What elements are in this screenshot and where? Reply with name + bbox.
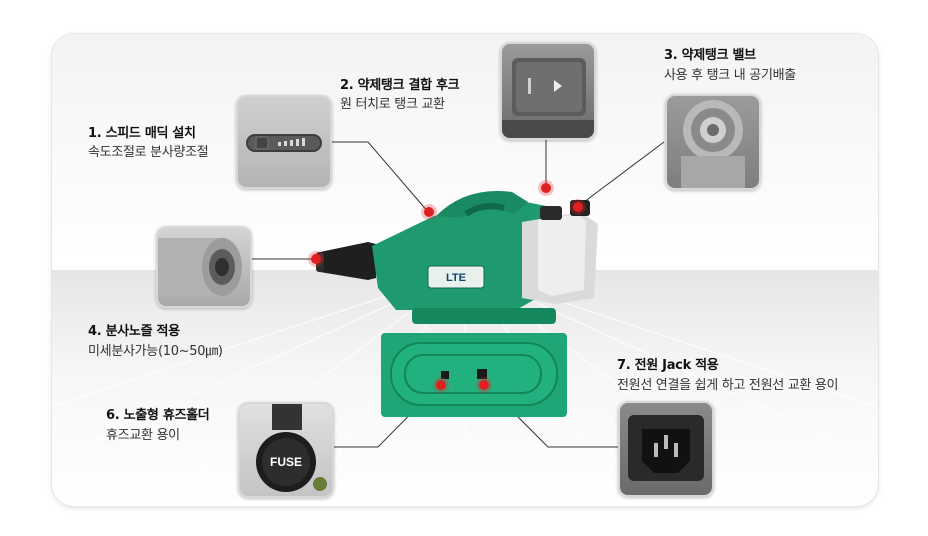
callout-dot-tank-valve	[573, 202, 583, 212]
sprayer-machine-image: LTE	[316, 191, 598, 324]
callout-title-speed-dial: 1. 스피드 매딕 설치	[88, 126, 196, 141]
callout-subtitle-tank-hook: 원 터치로 탱크 교환	[340, 97, 445, 112]
tank-valve-thumbnail	[665, 94, 761, 190]
spray-nozzle-thumbnail	[156, 226, 252, 308]
callout-subtitle-speed-dial: 속도조절로 분사량조절	[88, 145, 209, 160]
speed-dial-thumbnail	[236, 95, 332, 189]
fuse-label: FUSE	[270, 455, 302, 469]
callout-subtitle-tank-valve: 사용 후 탱크 내 공기배출	[664, 68, 796, 83]
callout-subtitle-nozzle: 미세분사가능(10~50㎛)	[88, 344, 223, 359]
callout-title-fuse: 6. 노출형 휴즈홀더	[106, 408, 210, 423]
power-jack-thumbnail	[618, 401, 714, 497]
callout-title-tank-valve: 3. 약제탱크 밸브	[664, 48, 756, 63]
callout-title-nozzle: 4. 분사노즐 적용	[88, 324, 180, 339]
sprayer-base-image	[381, 333, 567, 417]
callout-dot-power-jack	[479, 380, 489, 390]
tank-hook-thumbnail	[500, 42, 596, 140]
callout-dot-tank-hook	[541, 183, 551, 193]
product-badge: LTE	[446, 272, 466, 284]
callout-subtitle-power-jack: 전원선 연결을 쉽게 하고 전원선 교환 용이	[617, 378, 839, 393]
callout-subtitle-fuse: 휴즈교환 용이	[106, 428, 180, 443]
callout-title-tank-hook: 2. 약제탱크 결합 후크	[340, 78, 460, 93]
callout-title-power-jack: 7. 전원 Jack 적용	[617, 358, 719, 373]
fuse-holder-thumbnail: FUSE	[238, 402, 334, 498]
callout-dot-fuse	[436, 380, 446, 390]
callout-dot-speed-dial	[424, 207, 434, 217]
callout-dot-nozzle	[311, 254, 321, 264]
